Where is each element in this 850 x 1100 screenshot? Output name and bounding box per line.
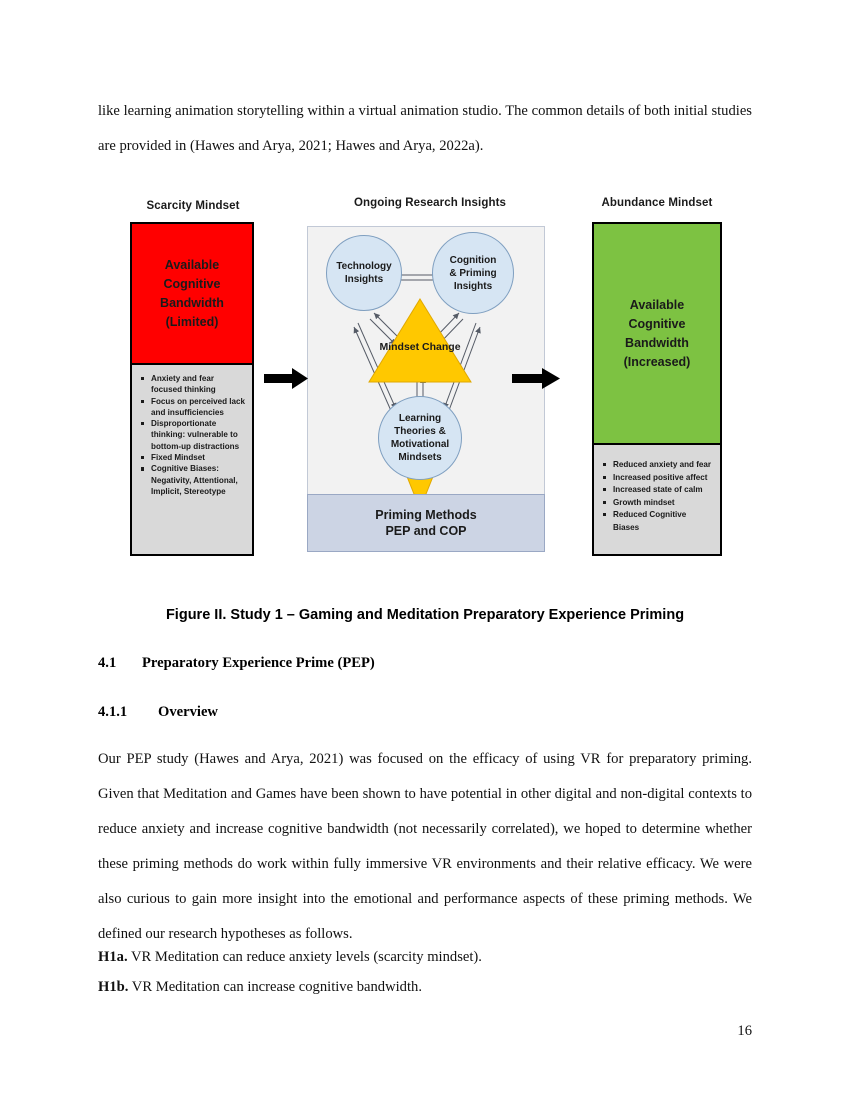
scarcity-bandwidth-box: Available Cognitive Bandwidth (Limited): [132, 224, 252, 365]
scarcity-bandwidth-label: Available Cognitive Bandwidth (Limited): [160, 257, 224, 329]
section-title-4-1-1: Overview: [158, 704, 218, 720]
body-paragraph: Our PEP study (Hawes and Arya, 2021) was…: [98, 751, 752, 942]
bubble-cognition-priming-insights-label: Cognition & Priming Insights: [449, 254, 497, 292]
hypothesis-h1b: H1b. VR Meditation can increase cognitiv…: [98, 970, 752, 1005]
bubble-technology-insights: Technology Insights: [326, 235, 402, 311]
bubble-learning-theories: Learning Theories & Motivational Mindset…: [378, 396, 462, 480]
abundance-mindset-title: Abundance Mindset: [601, 197, 713, 209]
mindset-change-label: Mindset Change: [379, 341, 461, 353]
bullet-item: Anxiety and fear focused thinking: [140, 373, 246, 396]
mindset-change-triangle: [368, 298, 472, 383]
figure-caption: Figure II. Study 1 – Gaming and Meditati…: [165, 607, 685, 623]
intro-paragraph: like learning animation storytelling wit…: [98, 103, 752, 154]
bullet-item: Cognitive Biases: Negativity, Attentiona…: [140, 463, 246, 497]
priming-methods-label: Priming Methods PEP and COP: [375, 508, 477, 538]
bubble-technology-insights-label: Technology Insights: [336, 261, 392, 285]
section-number-4-1: 4.1: [98, 655, 117, 671]
bubble-learning-theories-label: Learning Theories & Motivational Mindset…: [390, 413, 450, 463]
section-heading-4-1-1: 4.1.1 Overview: [98, 704, 218, 721]
hypothesis-h1a-text: VR Meditation can reduce anxiety levels …: [127, 949, 482, 965]
scarcity-mindset-title: Scarcity Mindset: [146, 200, 240, 212]
hypothesis-h1a: H1a. VR Meditation can reduce anxiety le…: [98, 940, 752, 975]
abundance-bandwidth-box: Available Cognitive Bandwidth (Increased…: [594, 224, 720, 445]
section-heading-4-1: 4.1 Preparatory Experience Prime (PEP): [98, 655, 375, 672]
bullet-item: Disproportionate thinking: vulnerable to…: [140, 418, 246, 452]
hypothesis-h1a-label: H1a.: [98, 949, 128, 965]
bullet-item: Focus on perceived lack and insufficienc…: [140, 396, 246, 419]
section-title-4-1: Preparatory Experience Prime (PEP): [142, 655, 375, 671]
section-number-4-1-1: 4.1.1: [98, 704, 128, 720]
left-transition-arrow: [264, 368, 308, 389]
ongoing-research-panel: Mindset Change Technology Insights Cogni…: [307, 226, 545, 552]
hypothesis-h1b-text: VR Meditation can increase cognitive ban…: [128, 979, 422, 995]
bullet-item: Fixed Mindset: [140, 452, 246, 463]
abundance-bandwidth-label: Available Cognitive Bandwidth (Increased…: [623, 297, 691, 369]
ongoing-research-insights-title: Ongoing Research Insights: [353, 197, 507, 209]
page-number: 16: [737, 1023, 752, 1039]
abundance-mindset-column: Available Cognitive Bandwidth (Increased…: [592, 222, 722, 556]
bullet-item: Reduced anxiety and fear: [602, 459, 714, 472]
hypothesis-h1b-label: H1b.: [98, 979, 129, 995]
bubble-cognition-priming-insights: Cognition & Priming Insights: [432, 232, 514, 314]
bullet-item: Increased state of calm: [602, 484, 714, 497]
bullet-item: Increased positive affect: [602, 472, 714, 485]
bullet-item: Reduced Cognitive Biases: [602, 509, 714, 534]
bullet-item: Growth mindset: [602, 497, 714, 510]
priming-methods-band: Priming Methods PEP and COP: [307, 494, 545, 552]
scarcity-mindset-column: Available Cognitive Bandwidth (Limited) …: [130, 222, 254, 556]
